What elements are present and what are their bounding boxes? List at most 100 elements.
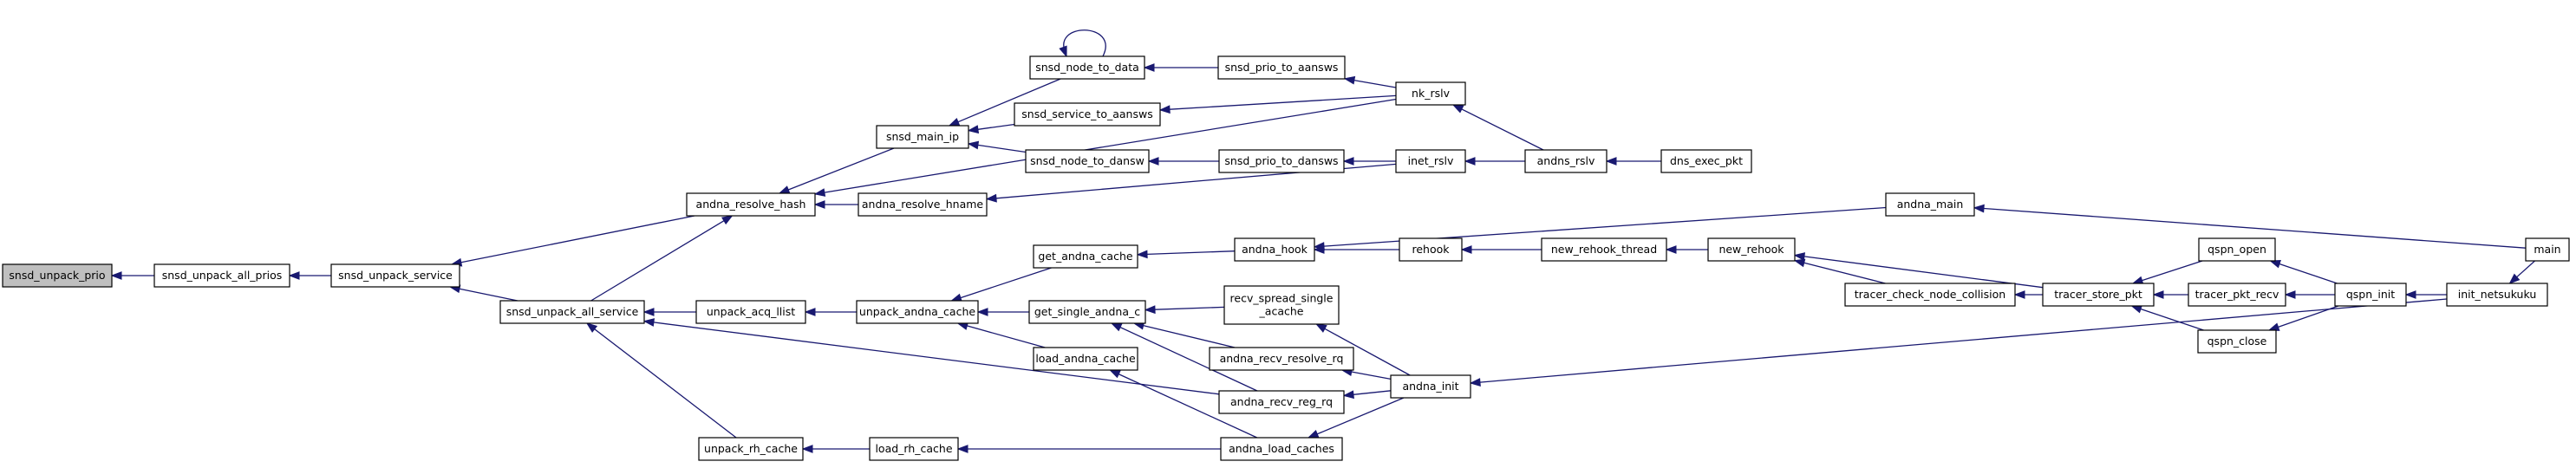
- node-snsd_prio_to_aansws[interactable]: snsd_prio_to_aansws: [1217, 55, 1346, 80]
- node-label: snsd_unpack_prio: [9, 269, 105, 282]
- node-label: rehook: [1412, 243, 1450, 256]
- node-snsd_unpack_prio[interactable]: snsd_unpack_prio: [2, 263, 113, 288]
- node-andna_recv_reg_rq[interactable]: andna_recv_reg_rq: [1218, 390, 1345, 414]
- edge-init_netsukuku-to-andna_init: [1469, 298, 2448, 387]
- node-andns_rslv[interactable]: andns_rslv: [1524, 149, 1608, 173]
- edge-snsd_prio_to_dansws-to-snsd_node_to_dansw: [1147, 157, 1219, 166]
- edge-andns_rslv-to-inet_rslv: [1464, 157, 1525, 166]
- node-andna_resolve_hash[interactable]: andna_resolve_hash: [686, 192, 816, 217]
- node-snsd_node_to_data[interactable]: snsd_node_to_data: [1029, 55, 1145, 80]
- edge-arrowhead: [642, 308, 655, 316]
- edge-line: [1803, 262, 1886, 284]
- node-label: snsd_service_to_aansws: [1021, 107, 1152, 120]
- node-andna_hook[interactable]: andna_hook: [1234, 237, 1315, 262]
- edge-line: [653, 322, 1220, 395]
- edge-init_netsukuku-to-qspn_init: [2404, 290, 2447, 299]
- node-unpack_andna_cache[interactable]: unpack_andna_cache: [856, 300, 979, 324]
- edge-tracer_check_node_collision-to-new_rehook: [1793, 258, 1886, 284]
- node-andna_load_caches[interactable]: andna_load_caches: [1220, 437, 1343, 461]
- node-box: [1033, 244, 1138, 269]
- node-snsd_unpack_all_prios[interactable]: snsd_unpack_all_prios: [153, 263, 290, 288]
- node-andna_init[interactable]: andna_init: [1390, 374, 1471, 399]
- node-snsd_prio_to_dansws[interactable]: snsd_prio_to_dansws: [1218, 149, 1345, 173]
- edge-get_andna_cache-to-unpack_andna_cache: [950, 267, 1052, 302]
- node-tracer_store_pkt[interactable]: tracer_store_pkt: [2042, 283, 2155, 307]
- edge-arrowhead: [948, 117, 961, 127]
- node-tracer_check_node_collision[interactable]: tracer_check_node_collision: [1844, 283, 2016, 307]
- node-label: snsd_main_ip: [886, 130, 959, 143]
- node-qspn_init[interactable]: qspn_init: [2334, 283, 2407, 307]
- edge-snsd_node_to_dansw-to-snsd_main_ip: [967, 140, 1027, 153]
- node-box: [1025, 149, 1150, 173]
- edge-arrowhead: [1605, 157, 1617, 166]
- edge-rehook-to-andna_hook: [1313, 245, 1399, 254]
- node-unpack_acq_llist[interactable]: unpack_acq_llist: [695, 300, 806, 324]
- edge-arrowhead: [1313, 242, 1325, 250]
- node-main[interactable]: main: [2525, 237, 2570, 262]
- node-recv_spread_single_acache[interactable]: recv_spread_single_acache: [1223, 285, 1340, 325]
- edge-arrowhead: [1059, 45, 1067, 58]
- edge-line: [460, 215, 695, 263]
- node-label: load_rh_cache: [875, 442, 952, 455]
- node-box: [1033, 347, 1138, 371]
- node-get_andna_cache[interactable]: get_andna_cache: [1033, 244, 1138, 269]
- node-box: [1399, 237, 1463, 262]
- node-new_rehook[interactable]: new_rehook: [1707, 237, 1796, 262]
- node-inet_rslv[interactable]: inet_rslv: [1395, 149, 1466, 173]
- node-label: unpack_rh_cache: [704, 442, 798, 455]
- node-snsd_unpack_all_service[interactable]: snsd_unpack_all_service: [499, 300, 645, 324]
- edge-snsd_unpack_all_service-to-snsd_unpack_service: [448, 284, 518, 302]
- edge-line: [1983, 207, 2527, 249]
- node-label: nk_rslv: [1412, 87, 1451, 100]
- edge-line: [2279, 263, 2338, 284]
- node-tracer_pkt_recv[interactable]: tracer_pkt_recv: [2188, 283, 2286, 307]
- edge-arrowhead: [1307, 430, 1320, 439]
- node-dns_exec_pkt[interactable]: dns_exec_pkt: [1660, 149, 1752, 173]
- node-get_single_andna_c[interactable]: get_single_andna_c: [1028, 300, 1146, 324]
- node-label: andna_hook: [1242, 243, 1308, 256]
- node-box: [858, 192, 988, 217]
- node-andna_recv_resolve_rq[interactable]: andna_recv_resolve_rq: [1209, 347, 1354, 371]
- node-snsd_node_to_dansw[interactable]: snsd_node_to_dansw: [1025, 149, 1150, 173]
- node-box: [1844, 283, 2016, 307]
- edge-qspn_init-to-qspn_open: [2269, 260, 2338, 284]
- edge-arrowhead: [950, 293, 962, 302]
- edge-snsd_unpack_all_prios-to-snsd_unpack_prio: [110, 271, 154, 280]
- edge-arrowhead: [1793, 252, 1806, 261]
- edge-snsd_service_to_aansws-to-snsd_main_ip: [967, 123, 1015, 134]
- node-andna_main[interactable]: andna_main: [1885, 192, 1975, 217]
- node-box: [1014, 102, 1161, 127]
- node-snsd_service_to_aansws[interactable]: snsd_service_to_aansws: [1014, 102, 1161, 127]
- node-label: new_rehook: [1718, 243, 1784, 256]
- node-box: [1390, 374, 1471, 399]
- node-box: [2446, 283, 2548, 307]
- node-qspn_close[interactable]: qspn_close: [2197, 329, 2277, 354]
- node-box: [1218, 390, 1345, 414]
- node-box: [2188, 283, 2286, 307]
- edge-arrowhead: [1143, 63, 1155, 72]
- node-box: [2198, 237, 2276, 262]
- edge-nk_rslv-to-snsd_service_to_aansws: [1158, 94, 1397, 114]
- edge-snsd_prio_to_aansws-to-snsd_node_to_data: [1143, 63, 1218, 72]
- node-snsd_unpack_service[interactable]: snsd_unpack_service: [330, 263, 460, 288]
- node-box: [1029, 55, 1145, 80]
- node-rehook[interactable]: rehook: [1399, 237, 1463, 262]
- node-label: load_andna_cache: [1035, 352, 1136, 365]
- node-box: [1223, 285, 1340, 325]
- edge-arrowhead: [2130, 305, 2142, 314]
- node-load_andna_cache[interactable]: load_andna_cache: [1033, 347, 1138, 371]
- edge-arrowhead: [1793, 258, 1806, 268]
- node-unpack_rh_cache[interactable]: unpack_rh_cache: [698, 437, 804, 461]
- node-andna_resolve_hname[interactable]: andna_resolve_hname: [858, 192, 988, 217]
- node-new_rehook_thread[interactable]: new_rehook_thread: [1541, 237, 1667, 262]
- node-nk_rslv[interactable]: nk_rslv: [1395, 81, 1466, 106]
- node-label: snsd_prio_to_dansws: [1224, 154, 1338, 167]
- node-init_netsukuku[interactable]: init_netsukuku: [2446, 283, 2548, 307]
- edge-arrowhead: [804, 308, 816, 316]
- node-label: snsd_unpack_all_prios: [162, 269, 283, 282]
- node-qspn_open[interactable]: qspn_open: [2198, 237, 2276, 262]
- node-load_rh_cache[interactable]: load_rh_cache: [869, 437, 959, 461]
- node-box: [153, 263, 290, 288]
- node-label: andns_rslv: [1537, 154, 1595, 167]
- node-snsd_main_ip[interactable]: snsd_main_ip: [876, 125, 969, 149]
